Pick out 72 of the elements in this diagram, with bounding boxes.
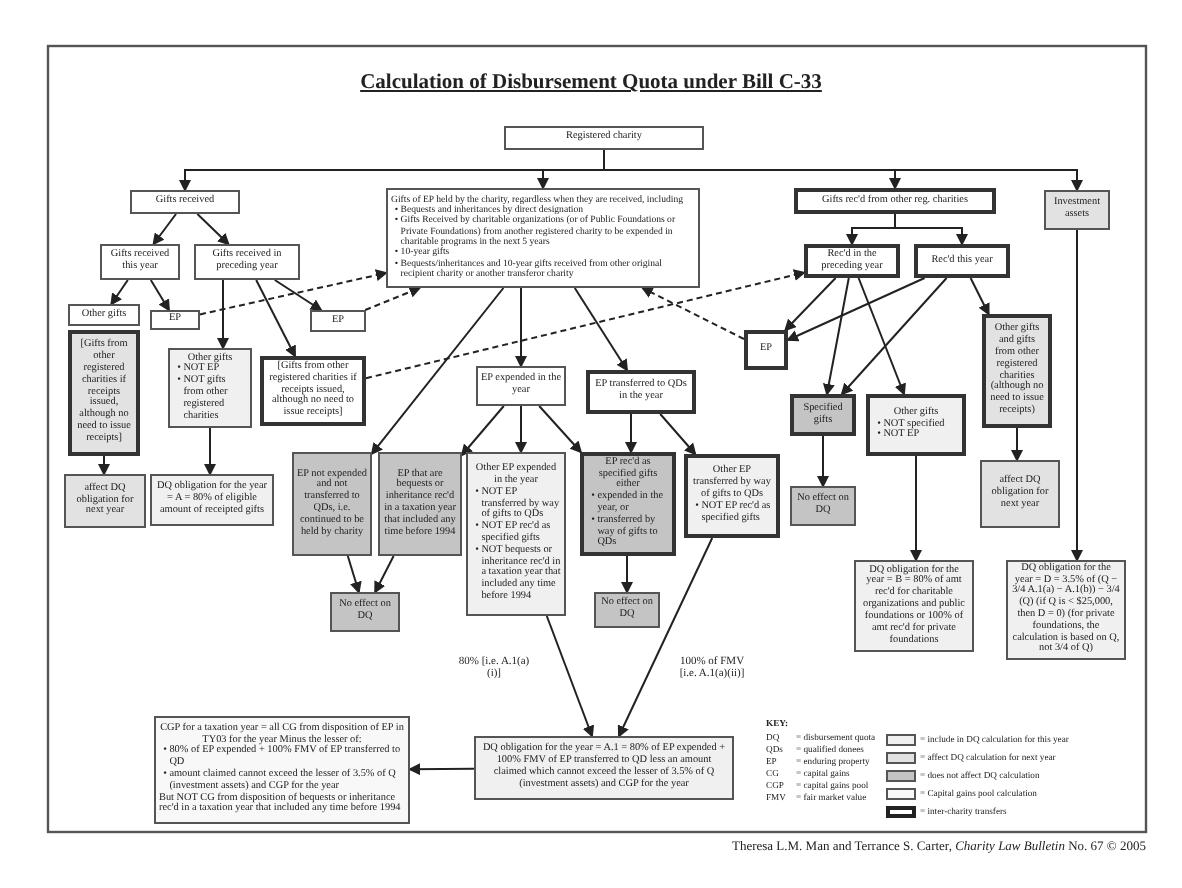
process-box: [594, 592, 660, 628]
dashed-arrow: [365, 269, 806, 380]
process-box: [866, 394, 966, 456]
arrow: [545, 615, 595, 738]
process-box: [580, 452, 676, 556]
process-box: [744, 330, 788, 370]
arrow: [969, 277, 990, 316]
process-box: [386, 188, 700, 288]
arrow: [217, 279, 229, 350]
process-box: [154, 716, 410, 824]
process-box: [68, 304, 140, 326]
arrow: [822, 277, 850, 396]
dashed-arrow: [364, 286, 422, 311]
arrow: [894, 213, 968, 246]
process-box: [150, 474, 274, 526]
arrow: [273, 279, 323, 312]
process-box: [330, 592, 400, 632]
process-box: [914, 244, 1010, 278]
arrow: [374, 555, 395, 594]
process-box: [790, 394, 856, 436]
process-box: [586, 370, 696, 414]
arrow: [786, 277, 926, 342]
arrow: [110, 279, 129, 306]
dashed-arrow: [640, 287, 745, 340]
arrow: [1071, 229, 1083, 562]
process-box: [804, 244, 900, 278]
process-box: [1044, 190, 1110, 230]
arrow: [515, 287, 527, 368]
arrow: [573, 287, 629, 372]
dashed-arrow: [199, 269, 388, 316]
arrow: [617, 537, 714, 738]
process-box: [68, 330, 140, 456]
arrow: [538, 405, 583, 454]
process-box: [292, 452, 372, 556]
arrow: [857, 277, 906, 396]
arrow: [603, 149, 1083, 192]
arrow: [1011, 427, 1023, 462]
arrow: [152, 213, 177, 246]
process-box: [790, 486, 856, 526]
process-box: [476, 366, 566, 406]
process-box: [150, 310, 200, 330]
arrow: [784, 277, 837, 332]
process-box: [982, 314, 1052, 428]
arrow: [98, 455, 110, 476]
arrow: [460, 405, 505, 457]
process-box: [504, 126, 704, 150]
process-box: [378, 452, 462, 556]
process-box: [980, 460, 1060, 528]
arrow: [659, 413, 697, 456]
process-box: [794, 188, 996, 214]
process-box: [100, 244, 180, 280]
arrow: [255, 279, 296, 358]
arrow: [817, 435, 829, 488]
arrow: [621, 555, 633, 594]
process-box: [310, 310, 366, 332]
process-box: [168, 348, 252, 428]
arrow: [515, 405, 527, 454]
arrow: [346, 555, 362, 594]
diagram-title: Calculation of Disbursement Quota under Bill C-33: [360, 72, 822, 94]
arrow: [196, 213, 230, 246]
arrow: [370, 287, 505, 456]
process-box: [466, 452, 566, 616]
process-box: [684, 454, 780, 538]
arrow: [840, 277, 948, 396]
arrow: [910, 455, 922, 562]
process-box: [130, 190, 240, 214]
arrow: [149, 279, 171, 312]
arrow: [625, 413, 637, 454]
arrow: [408, 763, 475, 776]
arrow: [204, 427, 216, 476]
process-box: [64, 474, 146, 528]
process-box: [194, 244, 300, 280]
